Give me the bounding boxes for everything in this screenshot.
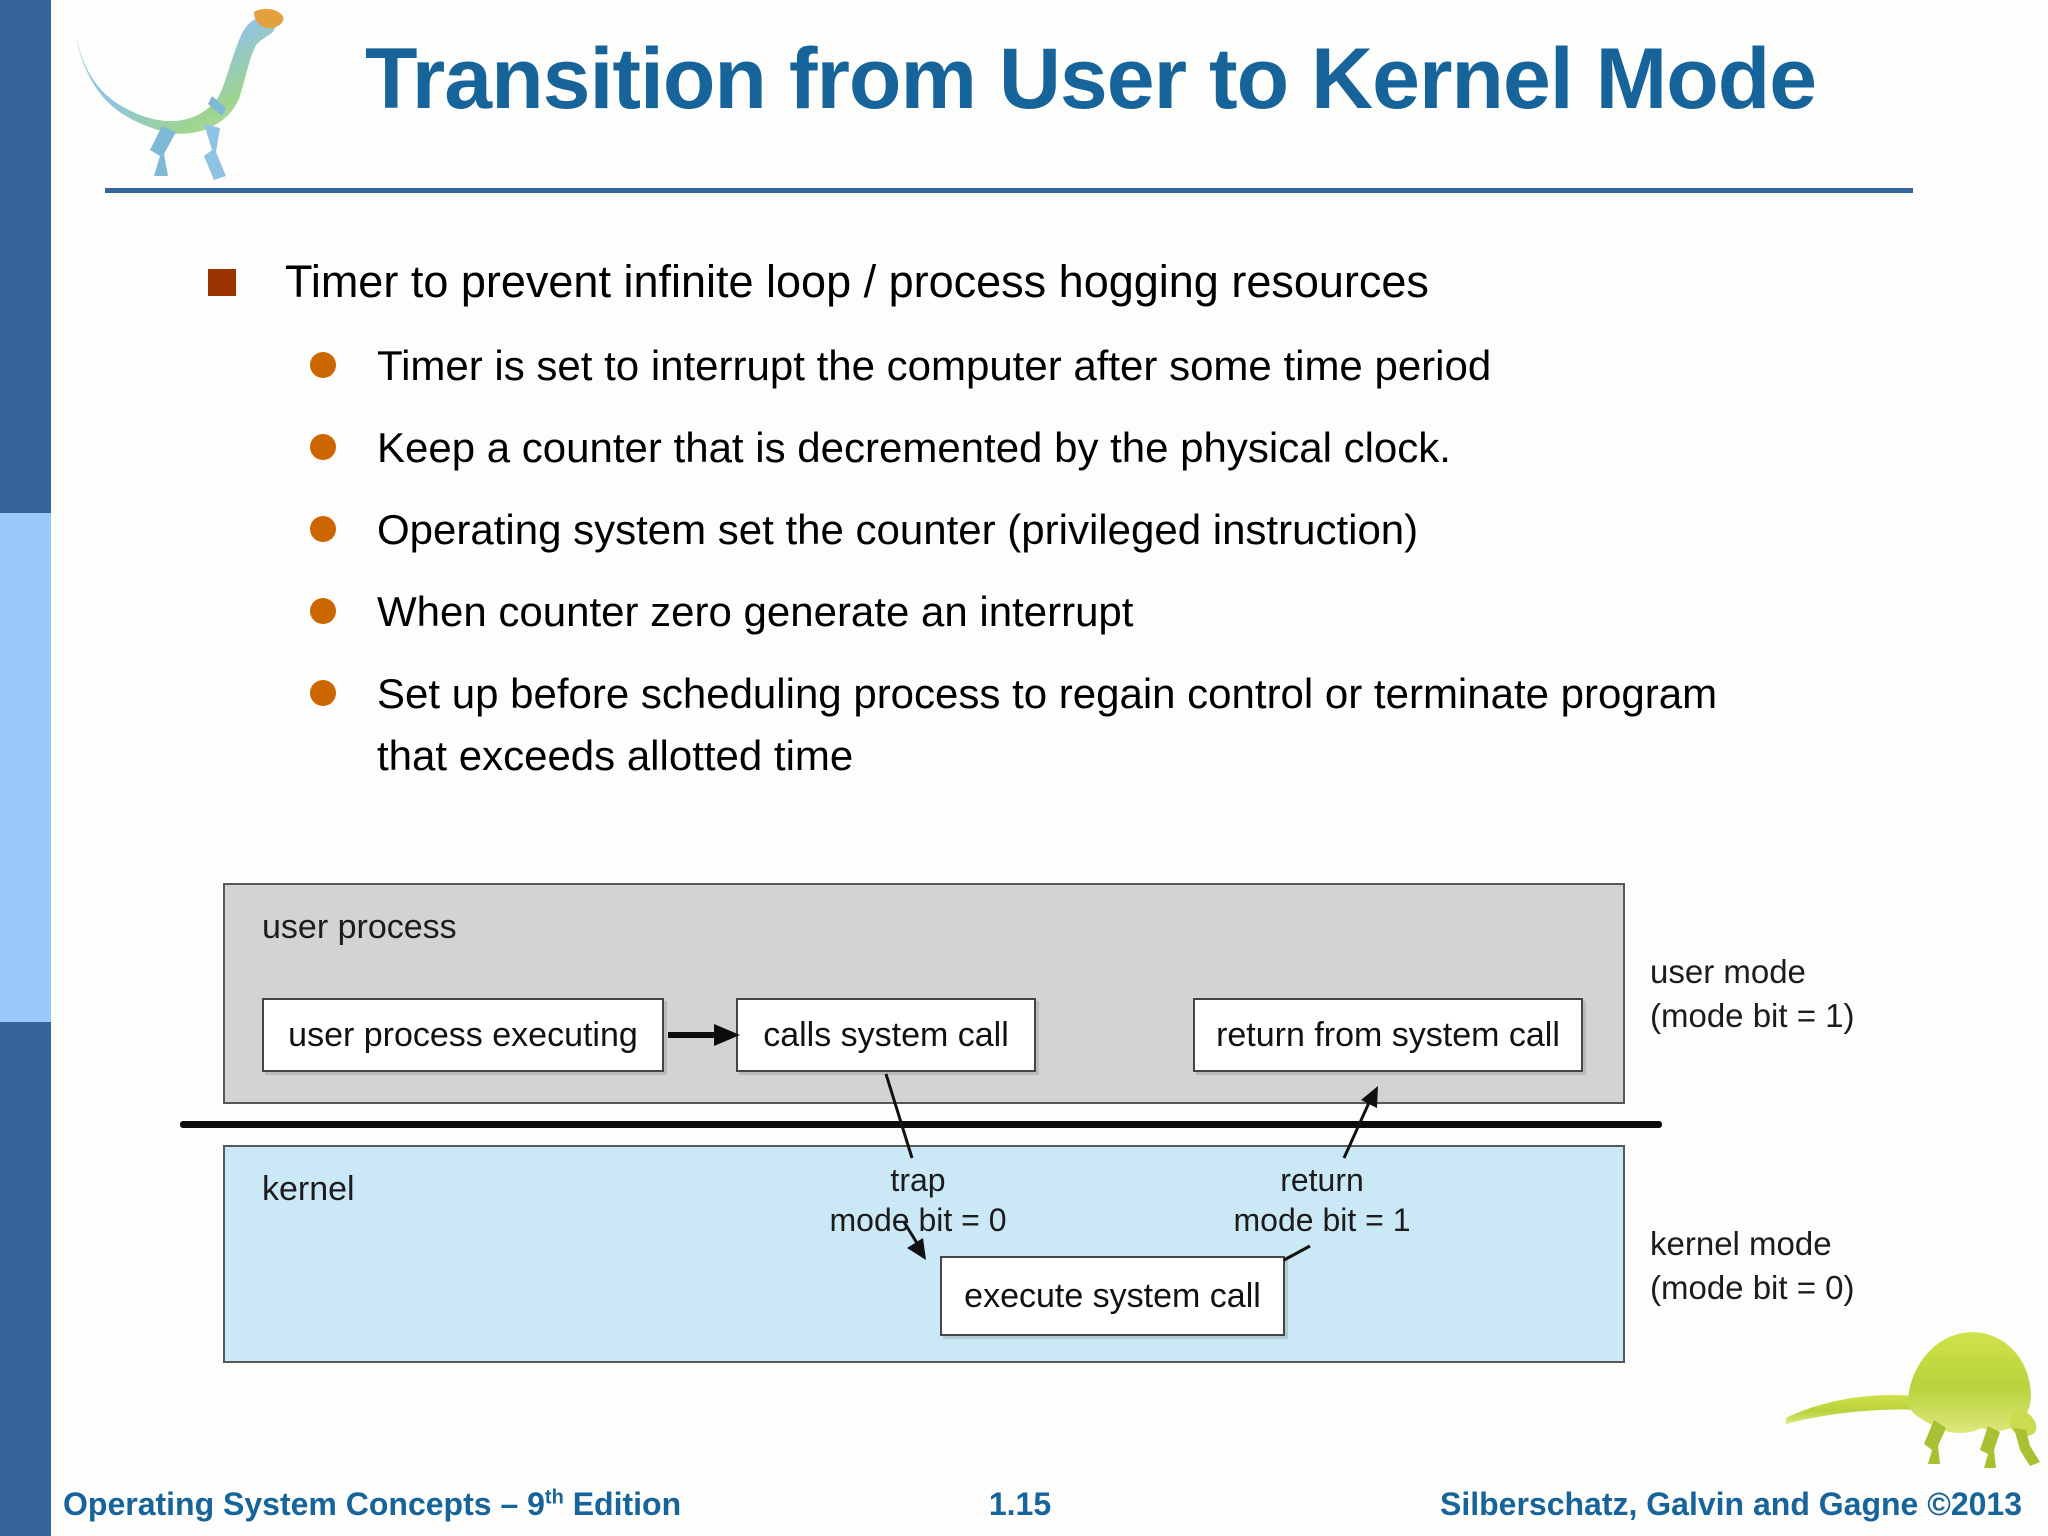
circle-bullet-icon — [310, 680, 336, 706]
user-mode-label: user mode (mode bit = 1) — [1650, 950, 1855, 1038]
bullet-sub: Operating system set the counter (privil… — [208, 499, 1828, 561]
dinosaur-icon — [76, 8, 284, 180]
return-label-line1: return — [1280, 1162, 1364, 1198]
bullet-list: Timer to prevent infinite loop / process… — [208, 254, 1828, 807]
user-process-executing-box: user process executing — [262, 998, 664, 1072]
trap-label-line1: trap — [890, 1162, 946, 1198]
kernel-label: kernel — [262, 1170, 355, 1208]
circle-bullet-icon — [310, 434, 336, 460]
return-label: return mode bit = 1 — [1212, 1160, 1432, 1240]
footer-book-post: Edition — [563, 1486, 682, 1522]
footer-page-number: 1.15 — [988, 1486, 1052, 1522]
bullet-sub-text: Timer is set to interrupt the computer a… — [377, 342, 1492, 389]
slide-title: Transition from User to Kernel Mode — [365, 31, 1817, 127]
footer-book-pre: Operating System Concepts – 9 — [63, 1486, 545, 1522]
circle-bullet-icon — [310, 352, 336, 378]
footer-book-title: Operating System Concepts – 9th Edition — [63, 1486, 681, 1523]
sidebar-segment-bottom — [0, 1022, 51, 1536]
sidebar-segment-top — [0, 0, 51, 513]
bullet-sub: When counter zero generate an interrupt — [208, 581, 1828, 643]
calls-system-call-box: calls system call — [736, 998, 1036, 1072]
trap-label-line2: mode bit = 0 — [829, 1202, 1007, 1238]
user-process-label: user process — [262, 908, 457, 946]
user-mode-line1: user mode — [1650, 953, 1806, 990]
bullet-sub: Set up before scheduling process to rega… — [208, 663, 1828, 787]
user-mode-line2: (mode bit = 1) — [1650, 997, 1855, 1034]
bullet-sub: Keep a counter that is decremented by th… — [208, 417, 1828, 479]
circle-bullet-icon — [310, 516, 336, 542]
title-underline — [105, 188, 1913, 193]
trap-label: trap mode bit = 0 — [808, 1160, 1028, 1240]
bullet-sub-text: When counter zero generate an interrupt — [377, 588, 1134, 635]
kernel-mode-line2: (mode bit = 0) — [1650, 1269, 1855, 1306]
lizard-icon — [1786, 1332, 2040, 1468]
sidebar-segment-middle — [0, 513, 51, 1022]
footer-authors: Silberschatz, Galvin and Gagne ©2013 — [1439, 1486, 2022, 1522]
bullet-sub-text: Set up before scheduling process to rega… — [377, 670, 1718, 779]
bullet-sub-text: Operating system set the counter (privil… — [377, 506, 1419, 553]
bullet-main: Timer to prevent infinite loop / process… — [208, 254, 1828, 310]
square-bullet-icon — [208, 268, 236, 296]
circle-bullet-icon — [310, 598, 336, 624]
kernel-mode-line1: kernel mode — [1650, 1225, 1832, 1262]
execute-system-call-box: execute system call — [940, 1256, 1285, 1336]
return-from-system-call-box: return from system call — [1193, 998, 1583, 1072]
footer-book-sup: th — [544, 1486, 564, 1509]
bullet-sub-text: Keep a counter that is decremented by th… — [377, 424, 1451, 471]
return-label-line2: mode bit = 1 — [1233, 1202, 1411, 1238]
bullet-sub: Timer is set to interrupt the computer a… — [208, 335, 1828, 397]
mode-separator-line — [180, 1121, 1662, 1128]
bullet-main-text: Timer to prevent infinite loop / process… — [285, 256, 1429, 307]
kernel-mode-label: kernel mode (mode bit = 0) — [1650, 1222, 1855, 1310]
